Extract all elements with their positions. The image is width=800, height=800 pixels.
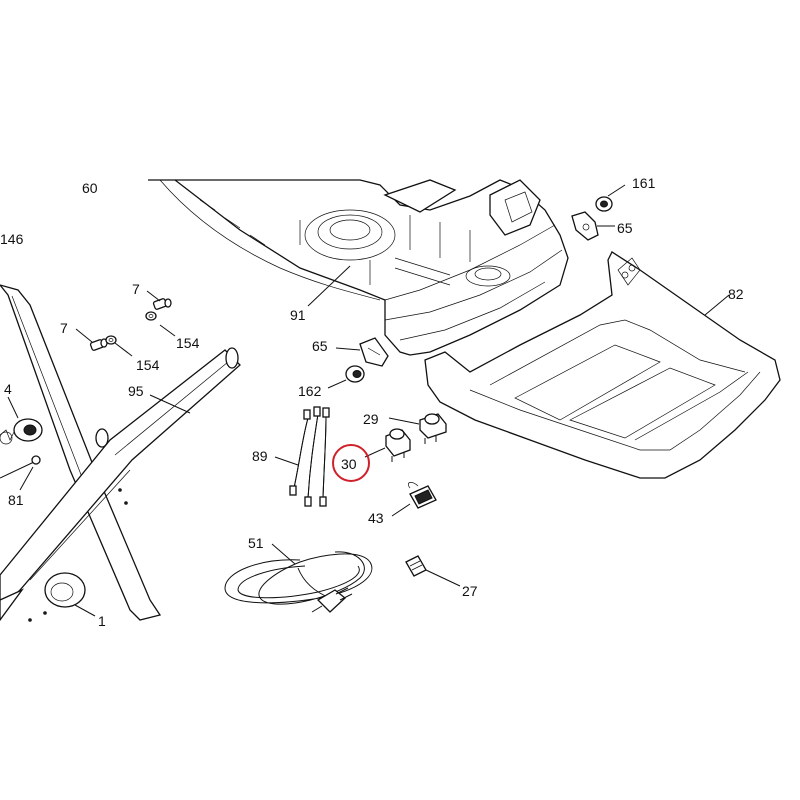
label-7-lower: 7 [60, 320, 68, 336]
label-4: 4 [4, 381, 12, 397]
hood-bracket-65-lower [359, 337, 389, 367]
motor-hood-assembly [148, 179, 569, 356]
roller-knob-4 [0, 418, 43, 445]
label-146: 146 [0, 231, 24, 247]
motor-hood-cover-82 [424, 251, 781, 479]
label-154-lower: 154 [136, 357, 160, 373]
label-162: 162 [298, 383, 322, 399]
label-161: 161 [632, 175, 656, 191]
leader-lines [7, 184, 730, 617]
highlight-circle [332, 444, 370, 482]
label-91: 91 [290, 307, 306, 323]
label-65-top: 65 [617, 220, 633, 236]
hood-bracket-65-top [571, 211, 599, 241]
label-65-lower: 65 [312, 338, 328, 354]
connector-27 [405, 555, 427, 577]
circuit-breaker-43 [407, 482, 437, 509]
washer-154-lower [105, 335, 117, 345]
label-89: 89 [252, 448, 268, 464]
part-labels: 60 161 65 146 7 82 154 7 91 65 154 4 95 … [0, 175, 744, 629]
switch-29 [419, 413, 447, 444]
end-cap-1 [44, 572, 86, 608]
label-27: 27 [462, 583, 478, 599]
bushing-162 [345, 365, 365, 383]
bushing-161 [595, 196, 613, 212]
label-29: 29 [363, 411, 379, 427]
screw-81 [0, 455, 41, 479]
uprights-frame [0, 284, 241, 622]
label-51: 51 [248, 535, 264, 551]
label-81: 81 [8, 492, 24, 508]
wire-harness-89 [289, 406, 330, 507]
label-95: 95 [128, 383, 144, 399]
label-7-upper: 7 [132, 281, 140, 297]
label-43: 43 [368, 510, 384, 526]
power-cord-51 [224, 551, 373, 613]
label-154-upper: 154 [176, 335, 200, 351]
washer-154-upper [145, 311, 157, 321]
label-82: 82 [728, 286, 744, 302]
screw-7-lower [89, 338, 108, 351]
label-1: 1 [98, 613, 106, 629]
screw-7-upper [152, 298, 172, 310]
label-30: 30 [341, 456, 357, 472]
label-60: 60 [82, 180, 98, 196]
switch-30 [385, 428, 411, 462]
